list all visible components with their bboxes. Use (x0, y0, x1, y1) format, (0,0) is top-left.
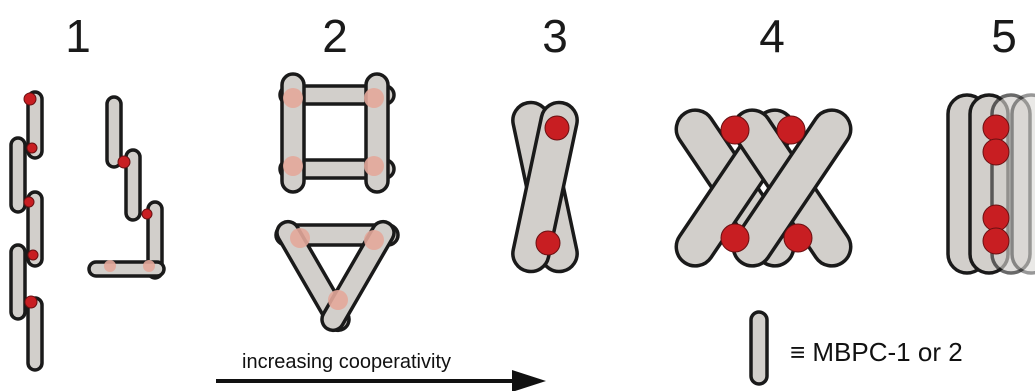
rod (9, 243, 27, 321)
rod (26, 90, 44, 160)
binding-site (783, 223, 813, 253)
rod (105, 95, 123, 169)
binding-site (982, 114, 1010, 142)
panel-2-arrangement (274, 72, 400, 333)
binding-site (23, 196, 35, 208)
panel-number-3: 3 (542, 10, 568, 62)
arrow-label: increasing cooperativity (242, 351, 451, 373)
binding-site (283, 156, 303, 176)
arrow-head (512, 370, 546, 391)
panel-1-rod-L (87, 95, 166, 280)
binding-site (26, 142, 38, 154)
binding-site (535, 230, 561, 256)
panel-number-1: 1 (65, 10, 91, 62)
binding-site (364, 230, 384, 250)
binding-site (982, 227, 1010, 255)
binding-site (720, 115, 750, 145)
cooperativity-arrow: increasing cooperativity (216, 351, 546, 391)
panel-5-arrangement (946, 93, 1035, 275)
binding-site (328, 290, 348, 310)
panel-number-4: 4 (759, 10, 785, 62)
rod (146, 200, 164, 280)
panel-1-arrangement (9, 90, 166, 372)
panel-1-rod-chain (9, 90, 44, 372)
binding-site (283, 88, 303, 108)
binding-site (23, 92, 37, 106)
binding-site (24, 295, 38, 309)
binding-site (104, 260, 116, 272)
binding-site (720, 223, 750, 253)
binding-site (776, 115, 806, 145)
panel-number-2: 2 (322, 10, 348, 62)
legend: ≡ MBPC-1 or 2 (749, 310, 963, 386)
rod (26, 190, 44, 268)
legend-label: ≡ MBPC-1 or 2 (790, 337, 963, 367)
panel-2-triangle (274, 219, 400, 333)
panel-number-5: 5 (991, 10, 1017, 62)
binding-site (364, 156, 384, 176)
rod (124, 148, 142, 222)
binding-site (143, 260, 155, 272)
panel-2-square (278, 72, 396, 194)
binding-site (27, 249, 39, 261)
binding-site (117, 155, 131, 169)
legend-rod-icon (749, 310, 769, 386)
rod (26, 296, 44, 372)
rod (9, 136, 27, 214)
binding-site (544, 115, 570, 141)
rod (1010, 93, 1035, 275)
binding-site (141, 208, 153, 220)
binding-site (364, 88, 384, 108)
binding-site (290, 228, 310, 248)
panel-3-arrangement (511, 100, 579, 274)
panel-4-arrangement (674, 108, 853, 268)
binding-site (982, 138, 1010, 166)
rod (731, 108, 853, 268)
binding-site (982, 204, 1010, 232)
rod (511, 100, 579, 274)
